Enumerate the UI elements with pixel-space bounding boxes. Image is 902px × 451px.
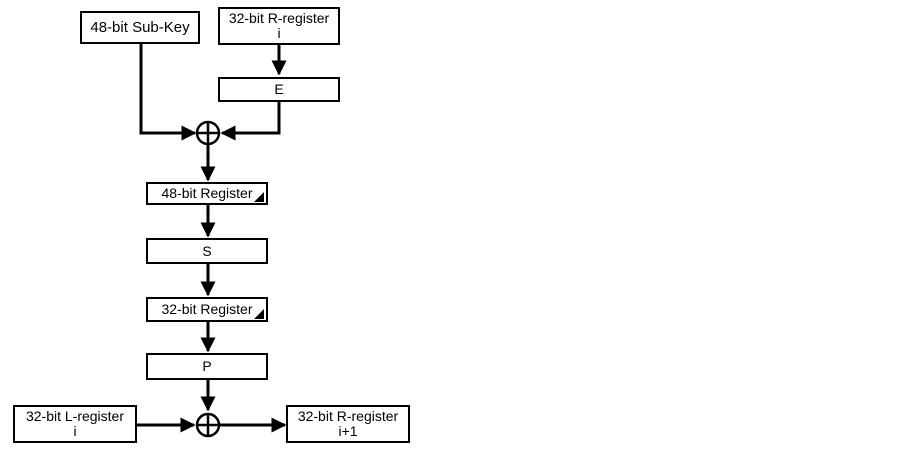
r-register-input-index: i [277, 25, 281, 41]
subkey-label: 48-bit Sub-Key [90, 18, 190, 36]
corner-triangle-icon [254, 309, 264, 319]
sbox-box: S [146, 238, 268, 264]
register-32-label: 32-bit Register [161, 301, 253, 318]
xor-icon [195, 120, 221, 146]
l-register-label: 32-bit L-register [25, 408, 125, 425]
l-register-index: i [73, 423, 77, 439]
xor-icon [195, 412, 221, 438]
register-48-box: 48-bit Register [146, 182, 268, 205]
arrow-subkey-to-xor1 [139, 43, 197, 141]
l-register-box: 32-bit L-register i [13, 405, 137, 443]
sbox-label: S [202, 242, 212, 259]
r-register-output-index: i+1 [338, 423, 358, 439]
corner-triangle-icon [254, 192, 264, 202]
register-48-label: 48-bit Register [161, 185, 253, 202]
permutation-box: P [146, 353, 268, 380]
subkey-box: 48-bit Sub-Key [80, 11, 200, 44]
expansion-box: E [218, 77, 340, 102]
r-register-output-box: 32-bit R-register i+1 [286, 405, 410, 443]
r-register-input-label: 32-bit R-register [228, 10, 330, 27]
expansion-label: E [274, 81, 284, 98]
register-32-box: 32-bit Register [146, 297, 268, 322]
permutation-label: P [202, 358, 212, 375]
r-register-output-label: 32-bit R-register [297, 408, 399, 425]
arrow-e-to-xor1 [220, 102, 281, 141]
r-register-input-box: 32-bit R-register i [218, 7, 340, 45]
